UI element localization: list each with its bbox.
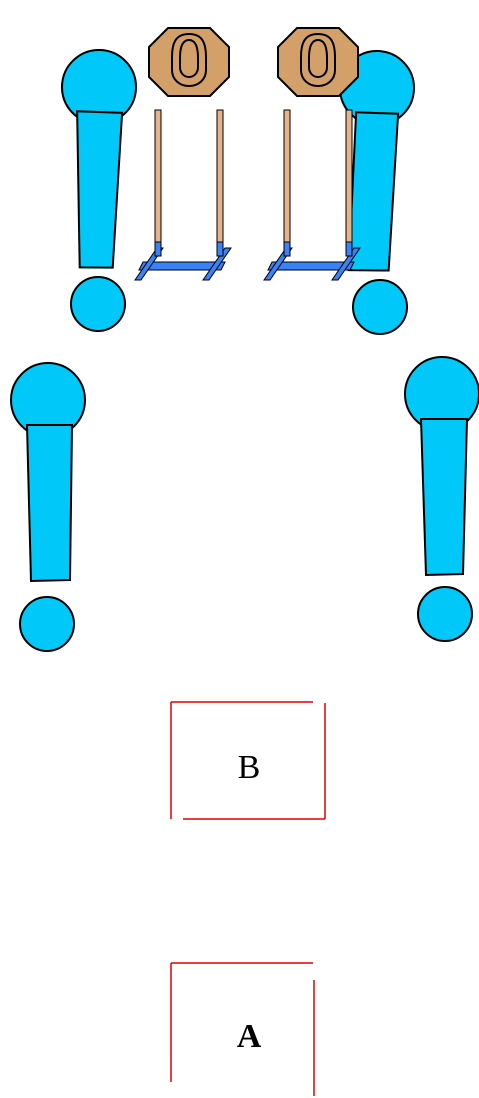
no-shoot-upper-right	[339, 49, 415, 335]
paper-target-right	[263, 27, 361, 281]
exclamation-no-shoot-icon	[339, 49, 415, 335]
exclamation-no-shoot-icon	[404, 356, 479, 642]
shooting-box-a: A	[170, 962, 315, 1096]
no-shoot-lower-right	[404, 356, 479, 642]
target-stand-left	[134, 109, 232, 281]
paper-target-left	[134, 27, 232, 281]
no-shoot-lower-left	[10, 362, 86, 652]
no-shoot-upper-left	[60, 48, 137, 332]
exclamation-no-shoot-icon	[10, 362, 86, 652]
shooting-box-b: B	[170, 701, 326, 820]
box-b-label: B	[238, 749, 261, 786]
octagon-target-icon	[148, 27, 230, 97]
target-stand-right	[263, 109, 361, 281]
octagon-target-icon	[277, 27, 359, 97]
box-a-label: A	[237, 1018, 262, 1055]
exclamation-no-shoot-icon	[60, 48, 137, 332]
